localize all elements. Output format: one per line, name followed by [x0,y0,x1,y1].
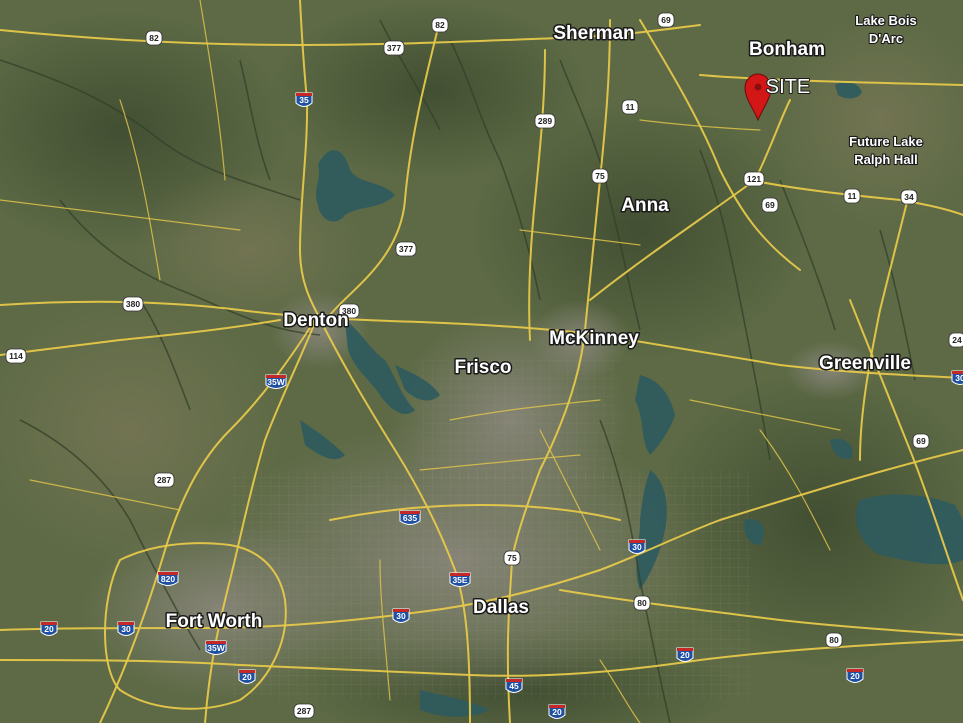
route-shield-82-icon: 82 [145,30,163,46]
interstate-shield-label: 820 [161,574,175,584]
lake-label-ralph-hall-line1: Future Lake [849,134,923,149]
route-shield-82-icon: 82 [431,17,449,33]
pin-dot [754,83,762,91]
city-label-fort-worth: Fort Worth [166,611,263,632]
interstate-shield-label: 30 [396,611,406,621]
route-shield-24-icon: 24 [948,332,963,348]
urban-areas [80,290,875,700]
lake-label-ralph-hall-line2: Ralph Hall [854,152,918,167]
route-shield-label: 69 [661,15,671,25]
route-shield-label: 289 [538,116,552,126]
route-shield-label: 24 [952,335,962,345]
route-shield-label: 114 [9,351,23,361]
route-shield-377-icon: 377 [383,40,405,56]
route-shield-69-icon: 69 [657,12,675,28]
interstate-shield-20-icon: 20 [676,647,694,662]
interstate-shield-label: 35W [207,643,225,653]
lakes [300,81,963,717]
route-shield-80-icon: 80 [633,595,651,611]
route-shield-label: 82 [149,33,159,43]
lake-label-bois-darc-line2: D'Arc [869,31,903,46]
interstate-shield-label: 35W [267,377,285,387]
route-shield-label: 121 [747,174,761,184]
interstate-shield-820-icon: 820 [157,571,179,586]
route-shield-69-icon: 69 [761,197,779,213]
city-label-denton: Denton [283,310,348,331]
interstate-shield-30-icon: 30 [392,608,410,623]
route-shield-label: 69 [916,436,926,446]
route-shield-34-icon: 34 [900,189,918,205]
city-label-bonham: Bonham [749,39,825,60]
route-shield-11-icon: 11 [621,99,639,115]
interstate-shield-35e-icon: 35E [449,572,471,587]
route-shield-121-icon: 121 [743,171,765,187]
site-marker[interactable]: SITE [744,73,811,122]
route-shield-75-icon: 75 [591,168,609,184]
route-shield-289-icon: 289 [534,113,556,129]
us-route-shields: 82 377 82 69 289 11 75 121 69 11 34 377 380 114 380 287… [5,12,963,719]
route-shield-label: 80 [829,635,839,645]
route-shield-69-icon: 69 [912,433,930,449]
route-shield-label: 11 [848,191,857,201]
interstate-shield-label: 45 [509,681,519,691]
interstate-shield-label: 30 [955,373,963,383]
route-shield-287-icon: 287 [153,472,175,488]
route-shield-label: 75 [595,171,605,181]
interstate-shield-35-icon: 35 [295,92,313,107]
city-label-frisco: Frisco [454,357,511,378]
route-shield-label: 34 [904,192,914,202]
route-shield-287-icon: 287 [293,703,315,719]
route-shield-label: 80 [637,598,647,608]
interstate-shield-20-icon: 20 [548,704,566,719]
interstate-shields: 35 35W 635 35E 30 820 20 30 35W 20 30 20 20 45 20 30 [40,92,963,719]
interstate-shield-label: 35 [299,95,309,105]
route-shield-label: 377 [399,244,413,254]
interstate-shield-20-icon: 20 [238,669,256,684]
route-shield-380-icon: 380 [338,303,360,319]
route-shield-380-icon: 380 [122,296,144,312]
interstate-shield-label: 635 [403,513,417,523]
interstate-shield-30-icon: 30 [951,370,963,385]
interstate-shield-label: 35E [452,575,467,585]
interstate-shield-45-icon: 45 [505,678,523,693]
route-shield-label: 69 [765,200,775,210]
site-label: SITE [766,76,810,98]
interstate-shield-35w-icon: 35W [265,374,287,389]
interstate-shield-30-icon: 30 [628,539,646,554]
interstate-shield-635-icon: 635 [399,510,421,525]
city-label-sherman: Sherman [553,23,634,44]
route-shield-label: 287 [157,475,171,485]
interstate-shield-label: 30 [121,624,131,634]
route-shield-80-icon: 80 [825,632,843,648]
lake-label-bois-darc-line1: Lake Bois [855,13,916,28]
city-label-dallas: Dallas [473,597,529,618]
interstate-shield-label: 20 [44,624,54,634]
interstate-shield-label: 20 [242,672,252,682]
route-shield-114-icon: 114 [5,348,27,364]
interstate-shield-label: 30 [632,542,642,552]
interstate-shield-label: 20 [850,671,860,681]
interstate-shield-30-icon: 30 [117,621,135,636]
route-shield-11-icon: 11 [843,188,861,204]
route-shield-label: 11 [626,102,635,112]
route-shield-label: 377 [387,43,401,53]
interstate-shield-35w-icon: 35W [205,640,227,655]
route-shield-label: 380 [126,299,140,309]
interstate-shield-label: 20 [680,650,690,660]
interstate-shield-label: 20 [552,707,562,717]
route-shield-label: 82 [435,20,445,30]
route-shield-75-icon: 75 [503,550,521,566]
city-label-greenville: Greenville [819,353,911,374]
route-shield-377-icon: 377 [395,241,417,257]
route-shield-label: 287 [297,706,311,716]
interstate-shield-20-icon: 20 [40,621,58,636]
map-pin-icon[interactable] [744,73,772,122]
city-label-mckinney: McKinney [549,328,639,349]
interstate-shield-20-icon: 20 [846,668,864,683]
route-shield-label: 380 [342,306,356,316]
route-shield-label: 75 [507,553,517,563]
city-label-anna: Anna [621,195,669,216]
